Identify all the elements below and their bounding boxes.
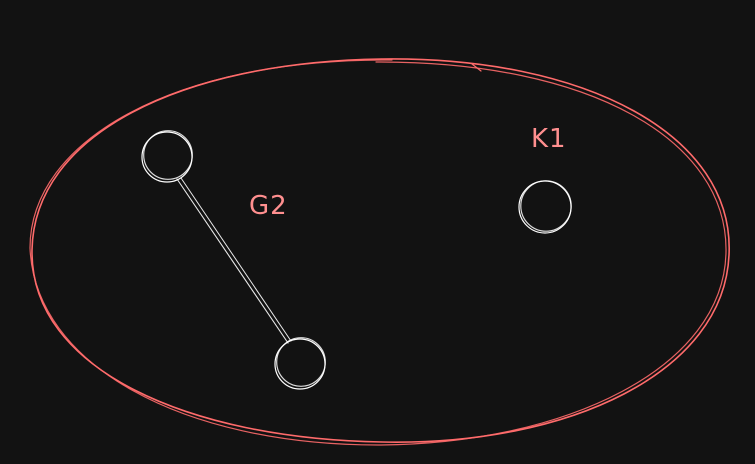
edge-g2-stroke-2	[180, 177, 292, 342]
set-ellipse-tick	[471, 63, 482, 72]
node-k1[interactable]	[518, 180, 572, 234]
set-ellipse[interactable]	[29, 58, 730, 446]
node-g2-top[interactable]	[141, 130, 193, 183]
node-g2-bottom-ring-2	[276, 337, 326, 387]
node-g2-bottom[interactable]	[274, 337, 326, 390]
node-g2-top-ring-2	[143, 130, 193, 180]
node-k1-ring-2	[520, 180, 572, 232]
edge-g2-stroke-1	[176, 178, 289, 344]
set-ellipse-stroke-2	[29, 59, 727, 446]
edge-g2[interactable]	[176, 177, 292, 344]
label-k1: K1	[531, 124, 567, 154]
label-g2: G2	[249, 191, 288, 221]
set-ellipse-stroke-1	[31, 58, 730, 443]
